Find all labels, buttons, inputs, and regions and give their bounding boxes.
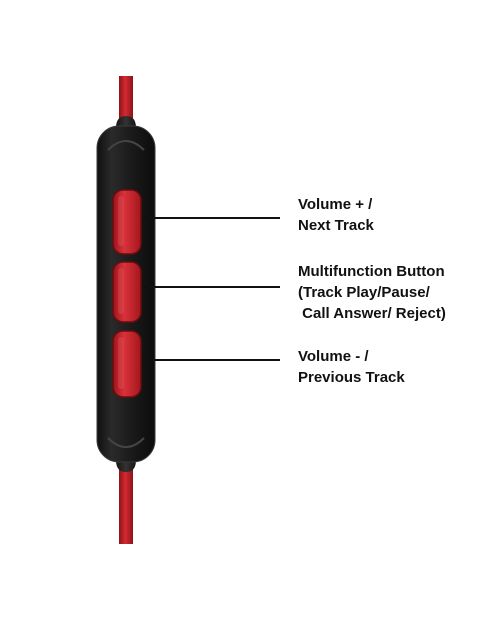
callout-label-multifunction: Multifunction Button (Track Play/Pause/ … [298,263,446,322]
cable-bottom [119,462,133,544]
remote-bottom-bevel [107,437,145,448]
multifunction-button[interactable] [112,261,142,323]
cable-top [119,76,133,126]
callout-label-volume-down: Volume - / Previous Track [298,348,405,386]
volume-down-button[interactable] [112,330,142,398]
volume-up-button[interactable] [112,189,142,255]
remote-top-bevel [107,140,145,151]
callout-label-volume-up: Volume + / Next Track [298,196,374,234]
